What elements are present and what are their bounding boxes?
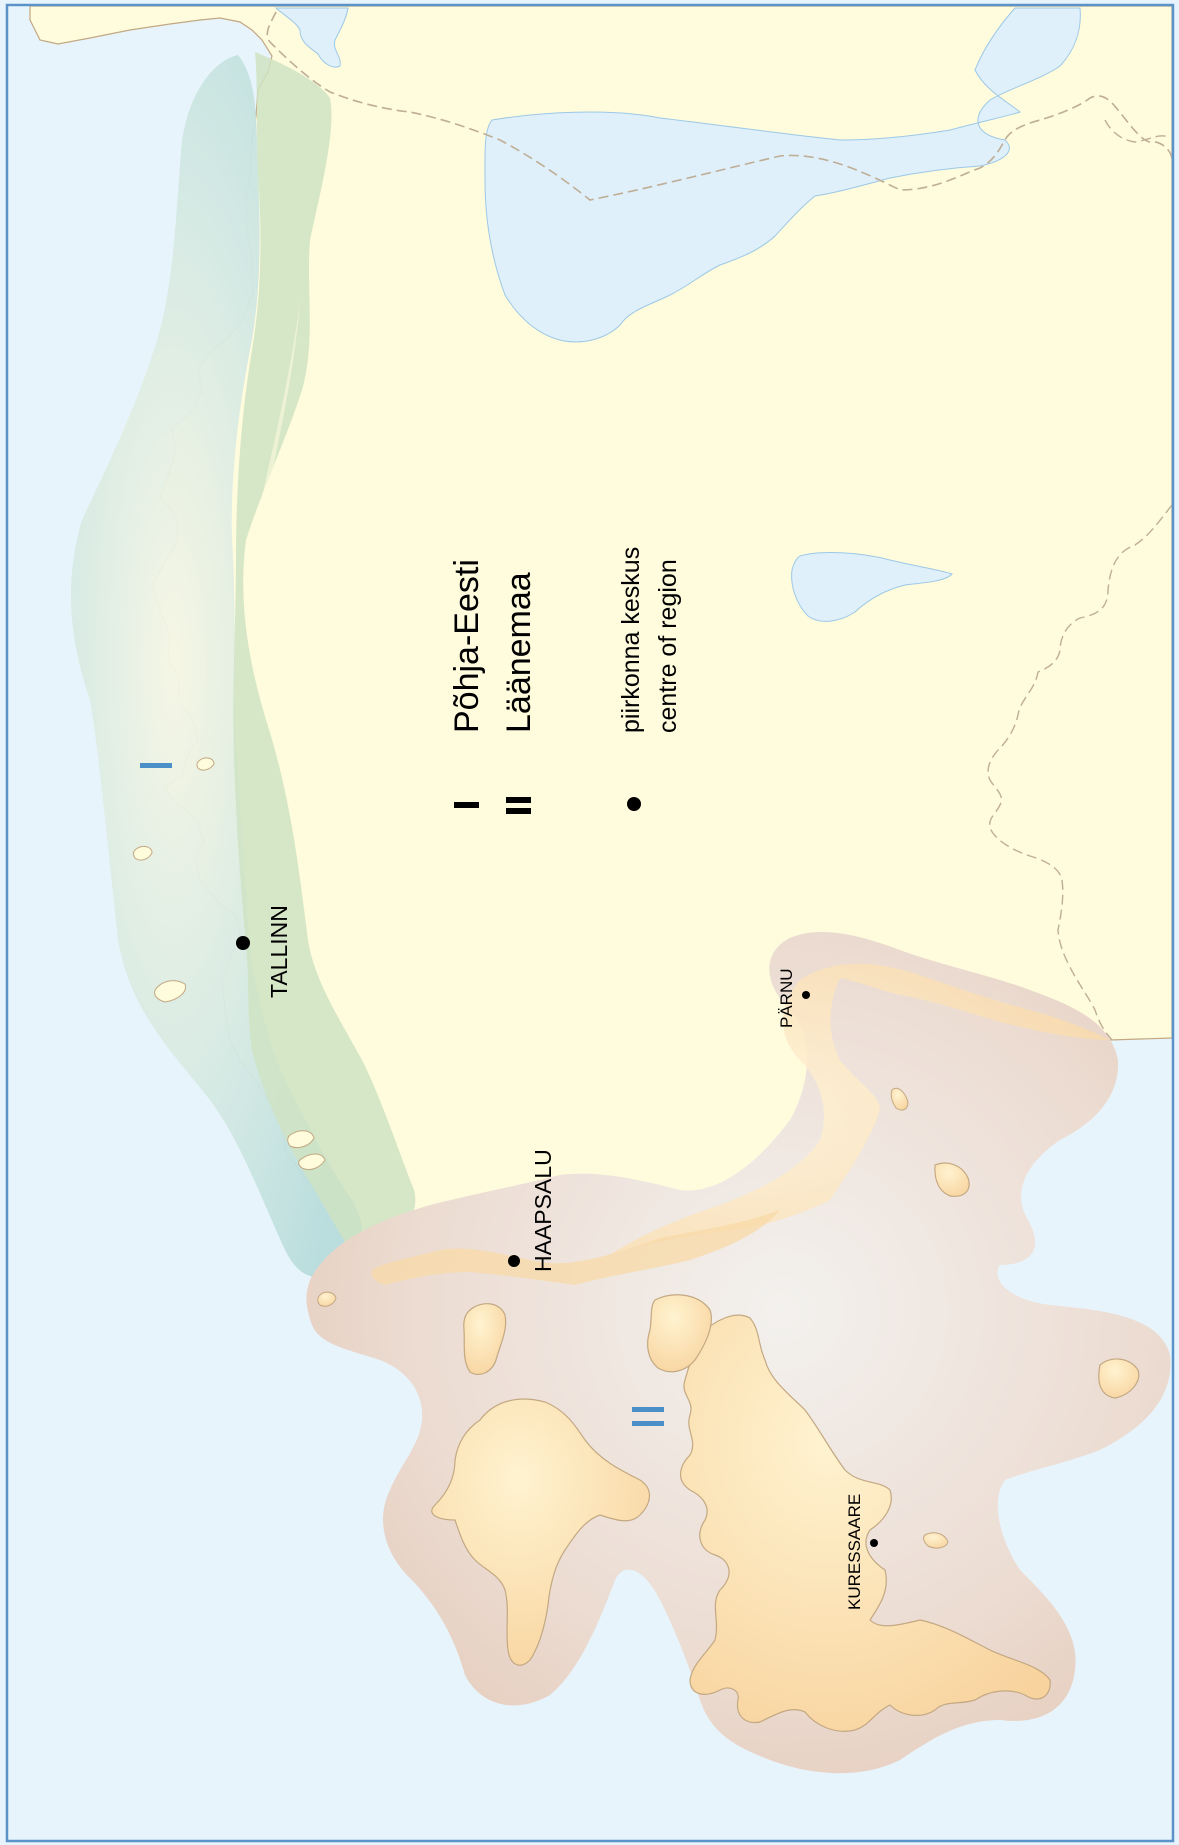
region-i-zone <box>71 55 363 1277</box>
island-saaremaa <box>680 1314 1051 1732</box>
region-i-mark <box>140 763 172 768</box>
tallinn-label: TALLINN <box>266 905 292 998</box>
lake-peipus <box>484 7 1081 343</box>
island-north-5 <box>196 757 215 771</box>
border-north-east <box>1104 119 1171 143</box>
parnu-land-tint <box>610 963 1110 1255</box>
legend-name-1: Põhja-Eesti <box>448 559 486 733</box>
legend-centre-line-2: centre of region <box>654 559 682 733</box>
island-north-2 <box>287 1130 315 1149</box>
tallinn-dot <box>236 936 250 950</box>
island-osmussaar <box>317 1291 337 1307</box>
parnu-dot <box>802 991 810 999</box>
lake-small-north <box>274 7 349 68</box>
haapsalu-dot <box>508 1255 520 1267</box>
legend-numeral-ii-bottom <box>506 808 531 814</box>
legend-numeral-i <box>454 802 479 808</box>
kuressaare-dot <box>870 1539 878 1547</box>
island-abruka <box>923 1532 949 1549</box>
legend: Põhja-Eesti Läänemaa piirkonna keskus ce… <box>448 547 682 814</box>
island-hiiumaa <box>431 1398 650 1666</box>
haapsalu-label: HAAPSALU <box>530 1149 556 1272</box>
island-ruhnu <box>1098 1358 1140 1399</box>
island-north-4 <box>133 845 153 861</box>
lake-vortsjarv <box>791 552 953 622</box>
legend-numeral-ii-top <box>506 797 531 803</box>
region-ii-mark-top <box>632 1407 664 1412</box>
kuressaare-label: KURESSAARE <box>845 1494 864 1610</box>
parnu-label: PÄRNU <box>777 968 796 1028</box>
county-border <box>987 504 1173 1041</box>
island-muhu <box>647 1294 712 1373</box>
island-kihnu <box>934 1162 970 1197</box>
island-north-3 <box>298 1153 326 1171</box>
legend-centre-line-1: piirkonna keskus <box>617 547 645 733</box>
island-manilaid <box>890 1087 909 1111</box>
region-ii-mark-bottom <box>632 1421 664 1426</box>
map-border <box>5 3 1175 1843</box>
laanemaa-coast-tint <box>371 1210 780 1285</box>
legend-name-2: Läänemaa <box>500 572 538 733</box>
region-i-green-band <box>233 52 416 1250</box>
island-vormsi <box>463 1303 507 1375</box>
state-border <box>266 11 1173 201</box>
island-north-1 <box>154 980 187 1003</box>
legend-centre-dot <box>627 797 641 811</box>
